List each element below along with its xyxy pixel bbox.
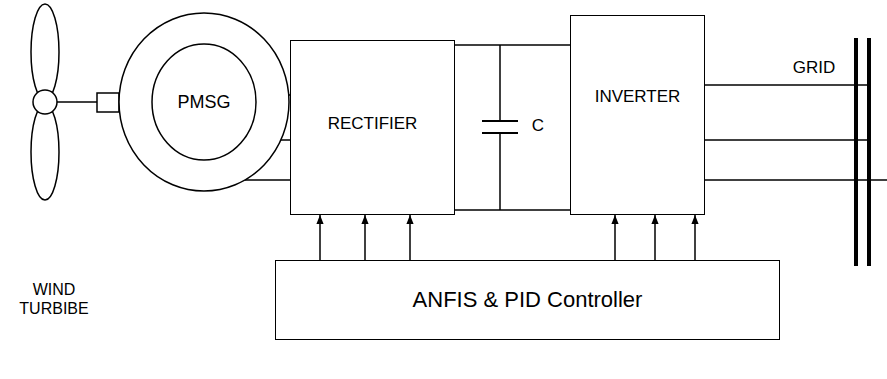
connector <box>654 215 656 260</box>
rectifier-box: RECTIFIER <box>290 40 455 215</box>
inverter-box: INVERTER <box>570 15 705 215</box>
connector <box>409 215 411 260</box>
controller-box: ANFIS & PID Controller <box>275 260 780 340</box>
shaft-coupling <box>97 93 119 112</box>
turbine-shaft <box>57 101 97 103</box>
connector <box>614 215 616 260</box>
node-text: ANFIS & PID Controller <box>413 287 643 312</box>
turbine-label: WIND TURBIBE <box>12 280 96 318</box>
generator-circle: PMSG <box>118 12 290 192</box>
turbine-hub <box>33 90 57 114</box>
connector <box>455 209 570 211</box>
capacitor-plate <box>482 120 518 122</box>
turbine-blade <box>31 104 59 200</box>
connector <box>281 139 290 141</box>
connector <box>364 215 366 260</box>
grid-busbar <box>854 38 858 266</box>
grid-busbar <box>867 38 871 266</box>
connector <box>694 215 696 260</box>
capacitor-plate <box>482 132 518 134</box>
capacitor-label: C <box>526 116 550 136</box>
connector <box>245 179 290 181</box>
node-text: RECTIFIER <box>328 114 418 134</box>
connector <box>319 215 321 260</box>
grid-wire <box>705 139 868 141</box>
capacitor-wire <box>499 133 501 210</box>
connector <box>455 44 570 46</box>
turbine-blade <box>31 4 59 100</box>
node-text: INVERTER <box>595 87 681 107</box>
capacitor-wire <box>499 45 501 121</box>
grid-label: GRID <box>786 58 842 78</box>
node-text: PMSG <box>177 92 230 113</box>
grid-wire <box>705 84 868 86</box>
grid-wire <box>705 179 887 181</box>
